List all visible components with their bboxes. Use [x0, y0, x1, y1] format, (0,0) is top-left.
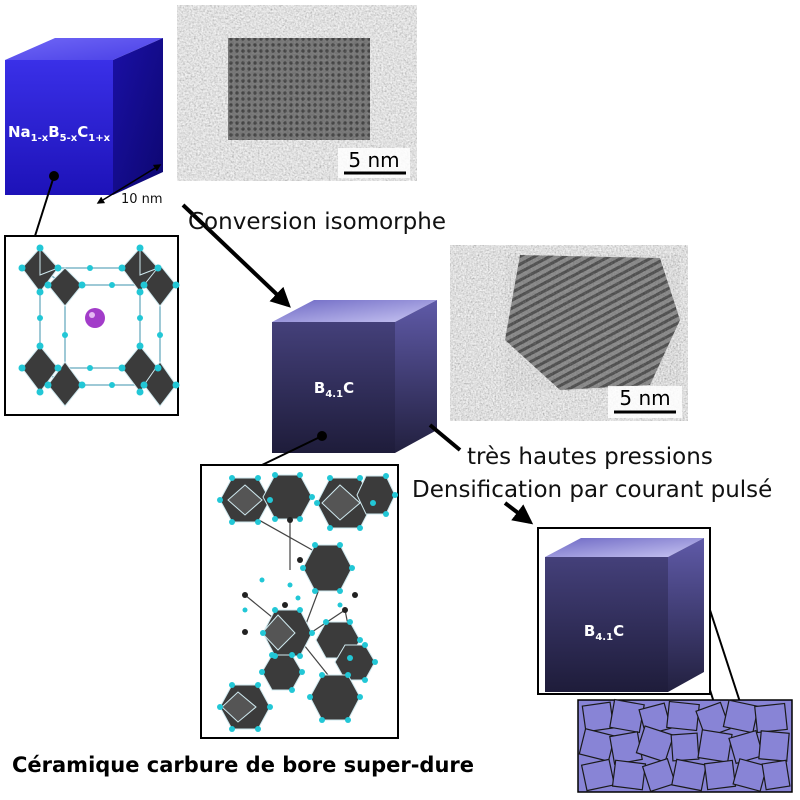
cube-b41c: B4.1C [272, 300, 437, 453]
arrow-densification [503, 501, 534, 525]
arrow-conversion [181, 203, 291, 308]
central-atom [85, 308, 105, 328]
sintered-cube-box: B4.1C [537, 527, 711, 695]
crystal-structure-icosahedral [200, 464, 399, 739]
connector-line-2 [261, 435, 323, 466]
size-double-arrow [96, 164, 162, 204]
cube-nabc-label: Na1-xB5-xC1+x [8, 123, 111, 144]
arrow-conversion-label: Conversion isomorphe [188, 209, 446, 235]
connector-line-3 [709, 609, 741, 703]
micrograph-1-scale-label: 5 nm [348, 148, 399, 172]
connector-line-1 [34, 175, 55, 237]
cube-nabc: Na1-xB5-xC1+x [5, 38, 163, 195]
micrograph-1: 5 nm [177, 5, 417, 181]
micrograph-2: 5 nm [450, 245, 688, 421]
arrow-densification-label-2: Densification par courant pulsé [412, 477, 772, 503]
arrow-densification-top [428, 423, 462, 452]
caption: Céramique carbure de bore super-dure [12, 753, 474, 777]
arrow-densification-label-1: très hautes pressions [467, 444, 713, 470]
cube-b41c-sintered-label: B4.1C [584, 622, 624, 643]
micrograph-2-scale-label: 5 nm [619, 386, 670, 410]
crystal-structure-cubic [4, 235, 180, 416]
ceramic-grains [577, 698, 793, 793]
cube-b41c-label: B4.1C [314, 379, 354, 400]
cube-size-label: 10 nm [121, 192, 163, 207]
